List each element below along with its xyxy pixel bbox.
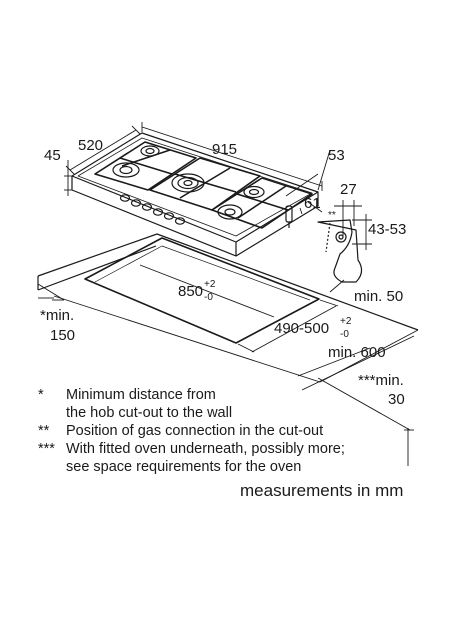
dimension-cutout-width-tol-upper: +2 [204,279,216,290]
dimension-worktop-depth: min. 600 [328,344,386,361]
dimension-rear-distance-line1: ***min. [358,372,404,389]
footnote-wall-distance: * Minimum distance from the hob cut-out … [38,386,438,422]
footnote-text: Minimum distance from [66,387,216,403]
dimension-cutout-depth: 490-500 [274,320,329,337]
dimension-cutout-width: 850 [178,283,203,300]
footnote-oven-underneath: *** With fitted oven underneath, possibl… [38,440,438,476]
dimension-rear-distance-line2: 30 [388,391,405,408]
footnote-text: the hob cut-out to the wall [66,405,233,421]
dimension-cutout-depth-tol-upper: +2 [340,316,352,327]
footnote-mark: *** [38,441,55,457]
connector-dimension-lines [329,200,372,293]
dimension-connector-width: 27 [340,181,357,198]
dimension-rear-offset: 53 [328,147,345,164]
footnote-text: With fitted oven underneath, possibly mo… [66,441,345,457]
footnote-text: see space requirements for the oven [66,459,302,475]
cutout [84,237,320,344]
connector-detail [317,219,363,283]
worktop-dimension-lines [37,264,415,466]
control-knobs [119,194,186,225]
dimension-connector-height: 43-53 [368,221,406,238]
dimension-width: 915 [212,141,237,158]
dimension-wall-distance-line1: *min. [40,307,74,324]
worktop [37,233,419,383]
connector-position-marker: ** [328,210,336,221]
footnote-mark: ** [38,423,50,439]
footnote-mark: * [38,387,44,403]
dimension-wall-distance-line2: 150 [50,327,75,344]
units-label: measurements in mm [240,481,404,500]
dimension-worktop-thickness: min. 50 [354,288,403,305]
gas-connector-stub [285,205,293,228]
burners [112,145,265,220]
footnotes: * Minimum distance from the hob cut-out … [38,386,438,476]
dimension-cutout-depth-tol-lower: -0 [340,329,349,340]
dimension-height: 45 [44,147,61,164]
footnote-gas-connection: ** Position of gas connection in the cut… [38,422,438,440]
hob-dimension-lines [64,122,331,215]
dimension-labels: 45 520 915 53 61 27 ** 43-53 850 +2 -0 4… [40,137,406,408]
dimension-depth: 520 [78,137,103,154]
footnote-text: Position of gas connection in the cut-ou… [66,423,324,439]
dimension-side-offset: 61 [304,195,321,212]
dimension-cutout-width-tol-lower: -0 [204,292,213,303]
hob-outline [71,132,319,257]
